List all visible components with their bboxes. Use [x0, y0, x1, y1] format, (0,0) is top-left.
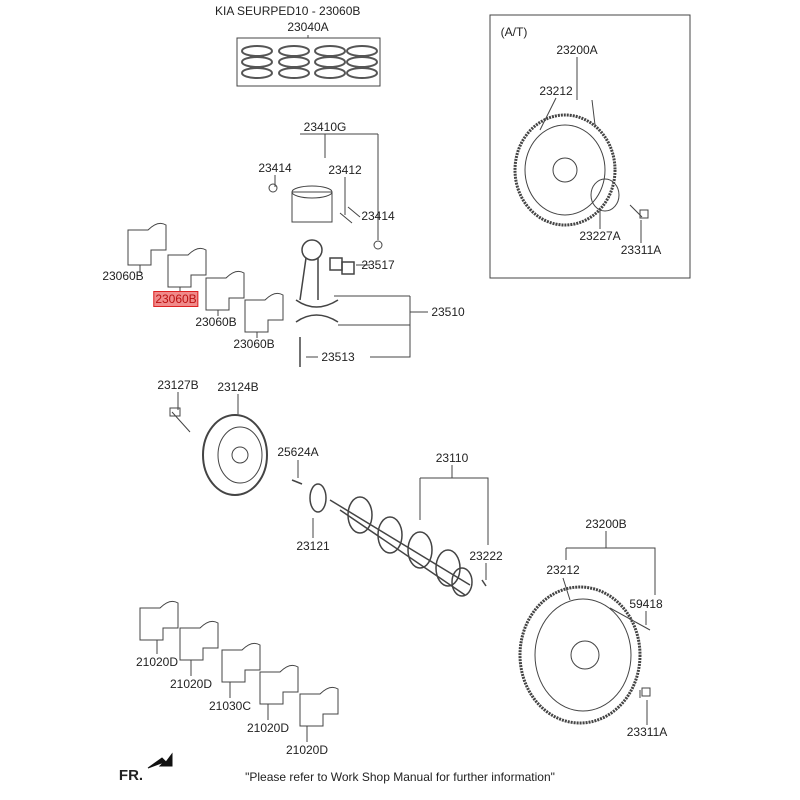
label-23227A[interactable]: 23227A	[579, 229, 621, 243]
crankshaft	[291, 479, 487, 597]
crank-pulley	[169, 407, 268, 496]
label-21020D-4[interactable]: 21020D	[285, 743, 329, 757]
header-title: KIA SEURPED10 - 23060B	[215, 4, 361, 18]
label-23412[interactable]: 23412	[328, 163, 362, 177]
label-23060B-4[interactable]: 23060B	[233, 337, 275, 351]
mt-flywheel	[518, 585, 651, 725]
front-arrow-icon	[147, 752, 173, 769]
label-23040A[interactable]: 23040A	[287, 20, 329, 34]
front-indicator: FR.	[118, 767, 144, 784]
label-23311A-at[interactable]: 23311A	[620, 243, 662, 257]
label-23212-mt[interactable]: 23212	[546, 563, 580, 577]
label-25624A[interactable]: 25624A	[277, 445, 319, 459]
piston	[268, 183, 383, 250]
at-flywheel-box	[489, 14, 691, 279]
label-23124B[interactable]: 23124B	[217, 380, 259, 394]
conrod-bearing-shells	[127, 222, 284, 338]
label-23060B-1[interactable]: 23060B	[102, 269, 144, 283]
label-23510[interactable]: 23510	[431, 305, 465, 319]
label-23222[interactable]: 23222	[469, 549, 503, 563]
label-23212-at[interactable]: 23212	[539, 84, 573, 98]
connecting-rod	[295, 239, 355, 367]
label-21020D-3[interactable]: 21020D	[246, 721, 290, 735]
label-21020D-1[interactable]: 21020D	[135, 655, 179, 669]
label-59418[interactable]: 59418	[629, 597, 663, 611]
label-23414-left[interactable]: 23414	[258, 161, 292, 175]
at-title: (A/T)	[500, 25, 528, 39]
label-23414-right[interactable]: 23414	[361, 209, 395, 223]
label-23110[interactable]: 23110	[435, 451, 469, 465]
label-23060B-highlighted[interactable]: 23060B	[153, 291, 199, 307]
label-23127B[interactable]: 23127B	[157, 378, 199, 392]
label-23410G[interactable]: 23410G	[303, 120, 347, 134]
piston-rings	[241, 45, 378, 79]
label-21030C[interactable]: 21030C	[208, 699, 252, 713]
label-23200A[interactable]: 23200A	[556, 43, 598, 57]
drive-plate	[513, 113, 649, 227]
footer-note: "Please refer to Work Shop Manual for fu…	[245, 770, 555, 784]
main-bearing-shells	[139, 600, 339, 742]
label-23200B[interactable]: 23200B	[585, 517, 627, 531]
label-23513[interactable]: 23513	[321, 350, 355, 364]
label-21020D-2[interactable]: 21020D	[169, 677, 213, 691]
label-23311A-mt[interactable]: 23311A	[626, 725, 668, 739]
label-23060B-3[interactable]: 23060B	[195, 315, 237, 329]
label-23517[interactable]: 23517	[361, 258, 395, 272]
label-23121[interactable]: 23121	[296, 539, 330, 553]
